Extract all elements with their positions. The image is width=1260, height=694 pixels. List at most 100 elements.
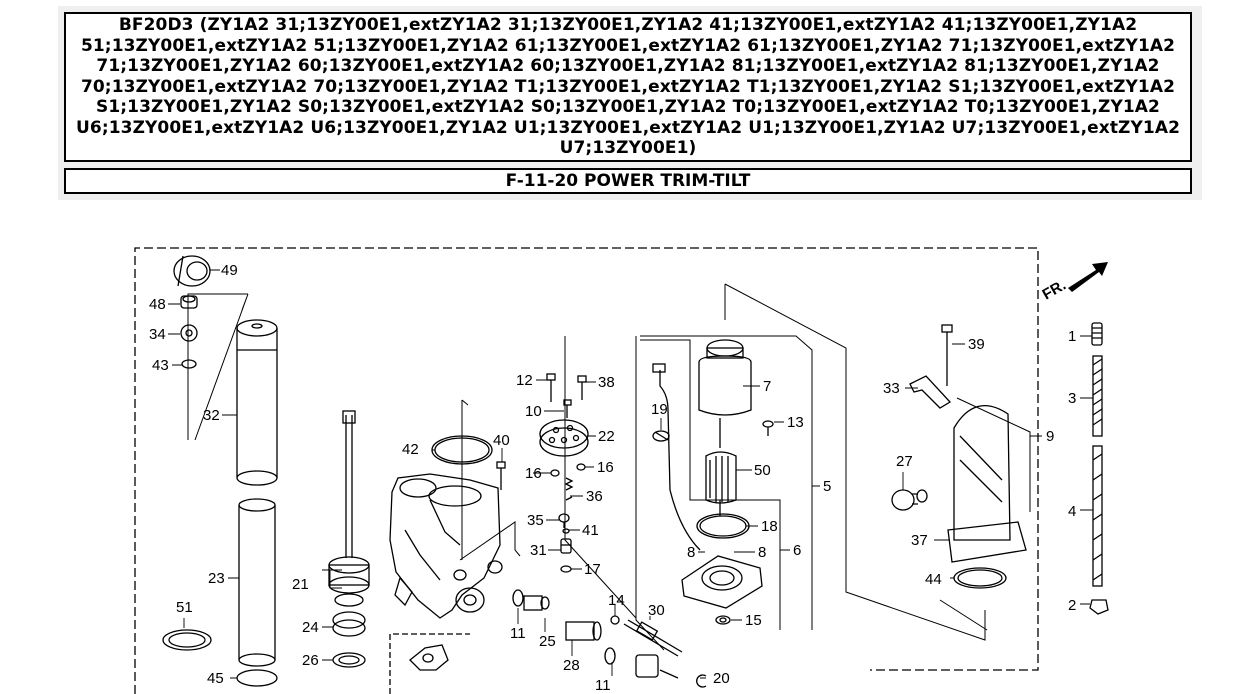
part-20-clip — [696, 674, 707, 688]
callout-18: 18 — [761, 518, 778, 535]
part-12-screw — [546, 373, 556, 402]
part-1-spring — [1091, 322, 1103, 346]
callout-7: 7 — [763, 378, 771, 395]
callout-24: 24 — [302, 619, 319, 636]
motor-cable — [659, 370, 701, 551]
callout-22: 22 — [598, 428, 615, 445]
callout-11b: 11 — [595, 677, 611, 694]
part-33-bracket — [909, 375, 952, 409]
part-7-motor — [698, 339, 752, 416]
part-31-plug — [560, 538, 572, 554]
part-cable-plug — [652, 363, 666, 373]
callout-23: 23 — [208, 570, 225, 587]
motor-outer-bracket — [724, 283, 986, 641]
callout-5: 5 — [823, 478, 831, 495]
assembly-boundary — [134, 247, 1039, 694]
part-16-ring-a — [550, 469, 560, 477]
section-title: F-11-20 POWER TRIM-TILT — [505, 171, 751, 191]
part-32-cylinder — [236, 319, 278, 486]
callout-8b: 8 — [758, 544, 766, 561]
part-24-piston — [332, 611, 366, 637]
reservoir-group-bracket — [939, 397, 1031, 631]
callout-10: 10 — [525, 403, 542, 420]
part-45-ring — [236, 669, 278, 687]
part-39-bolt — [941, 324, 953, 386]
callout-6: 6 — [793, 542, 801, 559]
part-15-ring — [715, 615, 731, 625]
callout-49: 49 — [221, 262, 238, 279]
callout-32: 32 — [203, 407, 220, 424]
section-title-box: F-11-20 POWER TRIM-TILT — [64, 168, 1192, 194]
callout-3: 3 — [1068, 390, 1076, 407]
front-arrow-icon: FR. — [1040, 262, 1108, 303]
part-18-oring — [696, 513, 750, 539]
callout-13: 13 — [787, 414, 804, 431]
callout-51: 51 — [176, 599, 193, 616]
header-panel: BF20D3 (ZY1A2 31;13ZY00E1,extZY1A2 31;13… — [58, 6, 1202, 200]
callout-16a: 16 — [525, 465, 542, 482]
part-43-ring — [181, 359, 197, 369]
part-48-nut — [180, 295, 198, 309]
part-14-ring — [610, 615, 620, 625]
callout-34: 34 — [149, 326, 166, 343]
callout-50: 50 — [754, 462, 771, 479]
part-13-screw — [762, 420, 774, 436]
part-38-screw — [577, 375, 587, 400]
detail-clip — [409, 644, 449, 671]
callout-28: 28 — [563, 657, 580, 674]
part-44-oring — [953, 567, 1007, 589]
part-16-ring-b — [576, 463, 586, 471]
part-23-tube — [238, 498, 276, 667]
callout-40: 40 — [493, 432, 510, 449]
parts-diagram: FR. 49 48 34 43 32 23 51 45 21 24 26 42 … — [134, 247, 1109, 694]
callout-38: 38 — [598, 374, 615, 391]
part-19-clamp — [652, 430, 670, 442]
part-2-clip — [1089, 599, 1109, 615]
callout-26: 26 — [302, 652, 319, 669]
callout-41: 41 — [582, 522, 599, 539]
cylinder-group-bracket — [187, 293, 249, 441]
leader-lines — [168, 269, 1093, 679]
callout-9: 9 — [1046, 428, 1054, 445]
callout-11a: 11 — [510, 625, 526, 642]
callout-31: 31 — [530, 542, 547, 559]
model-title-box: BF20D3 (ZY1A2 31;13ZY00E1,extZY1A2 31;13… — [64, 12, 1192, 162]
part-30-rod — [623, 619, 683, 657]
part-27-plug — [891, 489, 928, 511]
callout-21: 21 — [292, 576, 309, 593]
callout-20: 20 — [713, 670, 730, 687]
part-34-seal — [180, 324, 198, 342]
part-26-ring — [332, 652, 366, 668]
callout-30: 30 — [648, 602, 665, 619]
callout-19: 19 — [651, 401, 668, 418]
part-4-rod — [1092, 445, 1103, 587]
part-9-reservoir — [947, 405, 1027, 563]
part-28-valve — [565, 621, 602, 641]
model-title: BF20D3 (ZY1A2 31;13ZY00E1,extZY1A2 31;13… — [76, 15, 1180, 159]
part-40-bolt — [496, 461, 506, 490]
callout-25: 25 — [539, 633, 556, 650]
callout-8a: 8 — [687, 544, 695, 561]
pump-group-bracket — [459, 399, 521, 561]
callout-17: 17 — [584, 561, 601, 578]
callout-27: 27 — [896, 453, 913, 470]
detail-box — [389, 633, 470, 694]
callout-16b: 16 — [597, 459, 614, 476]
callout-42: 42 — [402, 441, 419, 458]
motor-group-bracket — [635, 335, 813, 651]
cover-group-bracket — [564, 336, 637, 619]
part-50-armature — [705, 418, 737, 516]
callout-33: 33 — [883, 380, 900, 397]
part-3-rod — [1092, 355, 1103, 437]
callout-2: 2 — [1068, 597, 1076, 614]
part-35-valve — [558, 513, 570, 528]
part-41-ring — [562, 528, 570, 534]
part-17-ring — [560, 565, 572, 573]
part-21-rod — [328, 410, 370, 594]
callout-43: 43 — [152, 357, 169, 374]
part-10-screw — [563, 399, 572, 418]
part-8-base — [681, 555, 763, 609]
callout-48: 48 — [149, 296, 166, 313]
callout-37: 37 — [911, 532, 928, 549]
callout-45: 45 — [207, 670, 224, 687]
